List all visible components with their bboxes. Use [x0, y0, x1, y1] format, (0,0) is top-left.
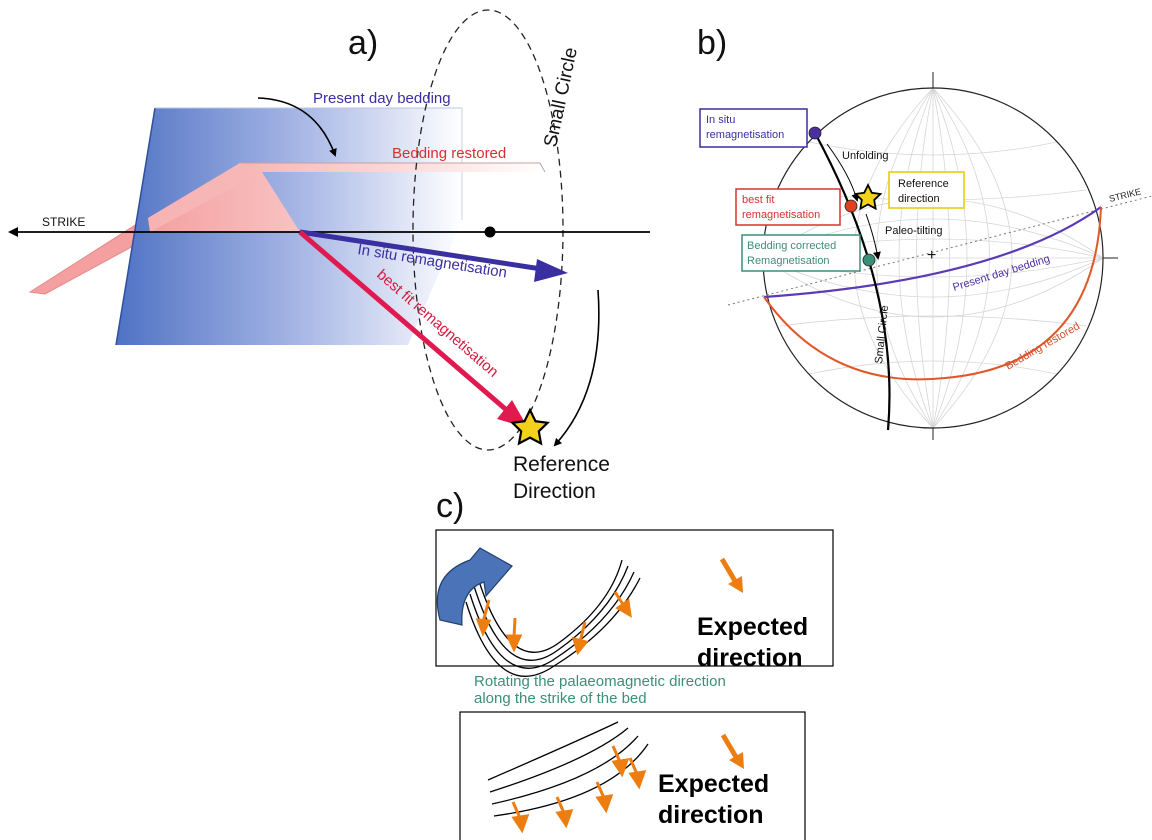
expected-bottom-line1: Expected [658, 770, 769, 798]
expected-arrowhead-bottom [729, 752, 744, 769]
expected-arrow-bottom [720, 733, 739, 759]
restored-beds [487, 721, 649, 817]
reference-box [888, 171, 965, 209]
in-situ-box-line2: remagnetisation [706, 129, 784, 141]
best-fit-box [735, 188, 841, 226]
panel-c-letter: c) [436, 487, 464, 525]
caption-line2: along the strike of the bed [474, 690, 647, 707]
bedding-restored-label-b: Bedding restored [1004, 320, 1083, 372]
expected-bottom-line2: direction [658, 801, 764, 829]
bedding-restored-front-slab [148, 163, 262, 232]
plane-edge [115, 107, 156, 346]
reference-box-line1: Reference [898, 178, 949, 190]
panel-b: b) + [697, 24, 1152, 440]
unfolding-label: Unfolding [842, 150, 888, 162]
best-fit-point [844, 199, 858, 213]
bedding-corrected-point [862, 253, 876, 267]
expected-top-line1: Expected [697, 613, 808, 641]
strike-point [484, 226, 496, 238]
bedding-corrected-line2: Remagnetisation [747, 255, 830, 267]
in-situ-box [699, 108, 808, 148]
strike-label-b: STRIKE [1108, 186, 1142, 204]
strike-label: STRIKE [42, 215, 85, 229]
in-situ-box-line1: In situ [706, 114, 735, 126]
bedding-restored-label: Bedding restored [392, 145, 506, 162]
reference-direction-line2: Direction [513, 480, 596, 503]
stereonet-grid [763, 88, 1103, 428]
paleo-tilting-label: Paleo-tilting [885, 225, 942, 237]
best-fit-arrow [298, 230, 512, 415]
in-situ-arrow [299, 229, 549, 273]
folded-bed-box [435, 529, 834, 667]
in-situ-point [808, 126, 822, 140]
in-situ-arrowhead [534, 259, 568, 282]
orange-arrows-restored [511, 745, 647, 834]
restored-corner [539, 162, 546, 173]
bedding-corrected-line1: Bedding corrected [747, 240, 836, 252]
present-day-bedding-circle [763, 206, 1102, 299]
panel-a-letter: a) [348, 24, 378, 62]
paleo-tilting-arrow [865, 213, 881, 260]
panel-b-letter: b) [697, 24, 727, 62]
orange-arrows-fold [475, 591, 632, 656]
small-circle-label: Small Circle [540, 46, 582, 150]
bedding-corrected-box [741, 234, 861, 272]
rotation-arrow-top [257, 97, 337, 157]
panel-a: a) Present day bedding Bedding restored … [8, 9, 650, 503]
expected-arrow-top [719, 557, 738, 583]
bedding-restored-plane [148, 163, 545, 232]
reference-box-line2: direction [898, 193, 940, 205]
bedding-restored-circle [763, 206, 1102, 381]
caption-line1: Rotating the palaeomagnetic direction [474, 673, 726, 690]
center-cross: + [927, 247, 936, 264]
rotation-arrow-c [436, 547, 513, 626]
best-fit-box-line1: best fit [742, 194, 774, 206]
present-day-bedding-label: Present day bedding [313, 90, 451, 107]
expected-arrowhead-top [728, 576, 743, 593]
reference-star-a [509, 407, 551, 446]
panel-c: c) Expected direction Rotating the palae… [435, 487, 834, 840]
unfolding-arrow [826, 143, 860, 202]
rotation-arrow-right [553, 289, 600, 447]
reference-direction-line1: Reference [513, 453, 610, 476]
expected-top-line2: direction [697, 644, 803, 672]
best-fit-box-line2: remagnetisation [742, 209, 820, 221]
reference-star-b [853, 182, 883, 211]
small-circle [412, 9, 564, 451]
small-circle-b [814, 132, 891, 431]
